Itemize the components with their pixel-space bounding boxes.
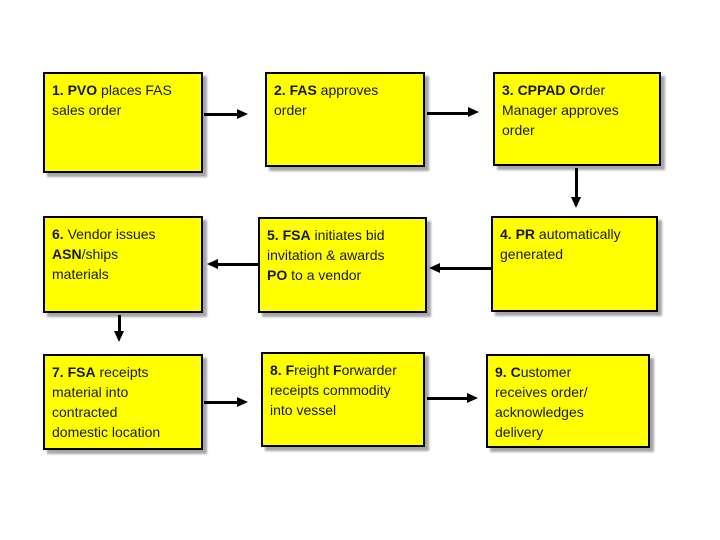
arrow-head-right-icon <box>467 393 478 403</box>
flow-step-4: 4. PR automatically generated <box>491 216 658 312</box>
arrow-line <box>427 397 467 400</box>
arrow-head-down-icon <box>114 331 124 342</box>
step-text-segment: automatically generated <box>500 226 621 262</box>
step-text-segment: 7. FSA <box>52 364 96 380</box>
step-text-segment: rder Manager approves order <box>502 82 619 138</box>
step-text-segment: 9. C <box>495 364 521 380</box>
step-text-segment: 8. F <box>270 362 295 378</box>
step-text-segment: orwarder receipts commodity into vessel <box>270 362 397 418</box>
flow-step-1: 1. PVO places FAS sales order <box>43 72 203 173</box>
flow-step-6: 6. Vendor issues ASN/ships materials <box>43 216 203 313</box>
step-text-segment: initiates bid invitation & awards <box>267 227 385 263</box>
arrow-head-left-icon <box>207 259 218 269</box>
step-text-segment: receipts material into contracted domest… <box>52 364 161 440</box>
step-text-segment: F <box>333 362 342 378</box>
arrow-line <box>427 112 468 115</box>
step-text-segment: ASN <box>52 246 82 262</box>
arrow-head-down-icon <box>571 197 581 208</box>
flow-step-3: 3. CPPAD Order Manager approves order <box>493 72 661 166</box>
arrow-line <box>204 113 237 116</box>
flow-step-9: 9. Customer receives order/ acknowledges… <box>486 354 650 448</box>
arrow-line <box>440 267 491 270</box>
step-text-segment: approves order <box>274 82 379 118</box>
flow-step-7: 7. FSA receipts material into contracted… <box>43 354 203 450</box>
flow-step-2: 2. FAS approves order <box>265 72 425 167</box>
step-text-segment: 3. CPPAD O <box>502 82 581 98</box>
step-text-segment: 5. FSA <box>267 227 311 243</box>
step-text-segment: Vendor issues <box>67 226 156 242</box>
flow-step-8: 8. Freight Forwarder receipts commodity … <box>261 352 425 447</box>
step-text-segment: ustomer receives order/ acknowledges del… <box>495 364 588 440</box>
arrow-line <box>118 315 121 331</box>
step-text-segment: to a vendor <box>287 267 362 283</box>
arrow-line <box>218 263 258 266</box>
arrow-line <box>204 401 237 404</box>
step-text-segment: 2. FAS <box>274 82 317 98</box>
step-text-segment: PO <box>267 267 288 283</box>
arrow-head-right-icon <box>237 397 248 407</box>
step-text-segment: 1. PVO <box>52 82 98 98</box>
arrow-head-right-icon <box>237 109 248 119</box>
step-text-segment: 4. PR <box>500 226 536 242</box>
step-text-segment: places FAS sales order <box>52 82 172 118</box>
arrow-line <box>575 168 578 197</box>
flow-step-5: 5. FSA initiates bid invitation & awards… <box>258 217 427 313</box>
step-text-segment: 6. <box>52 226 64 242</box>
step-text-segment: /ships materials <box>52 246 119 282</box>
arrow-head-right-icon <box>468 107 479 117</box>
step-text-segment: reight <box>294 362 334 378</box>
arrow-head-left-icon <box>429 263 440 273</box>
